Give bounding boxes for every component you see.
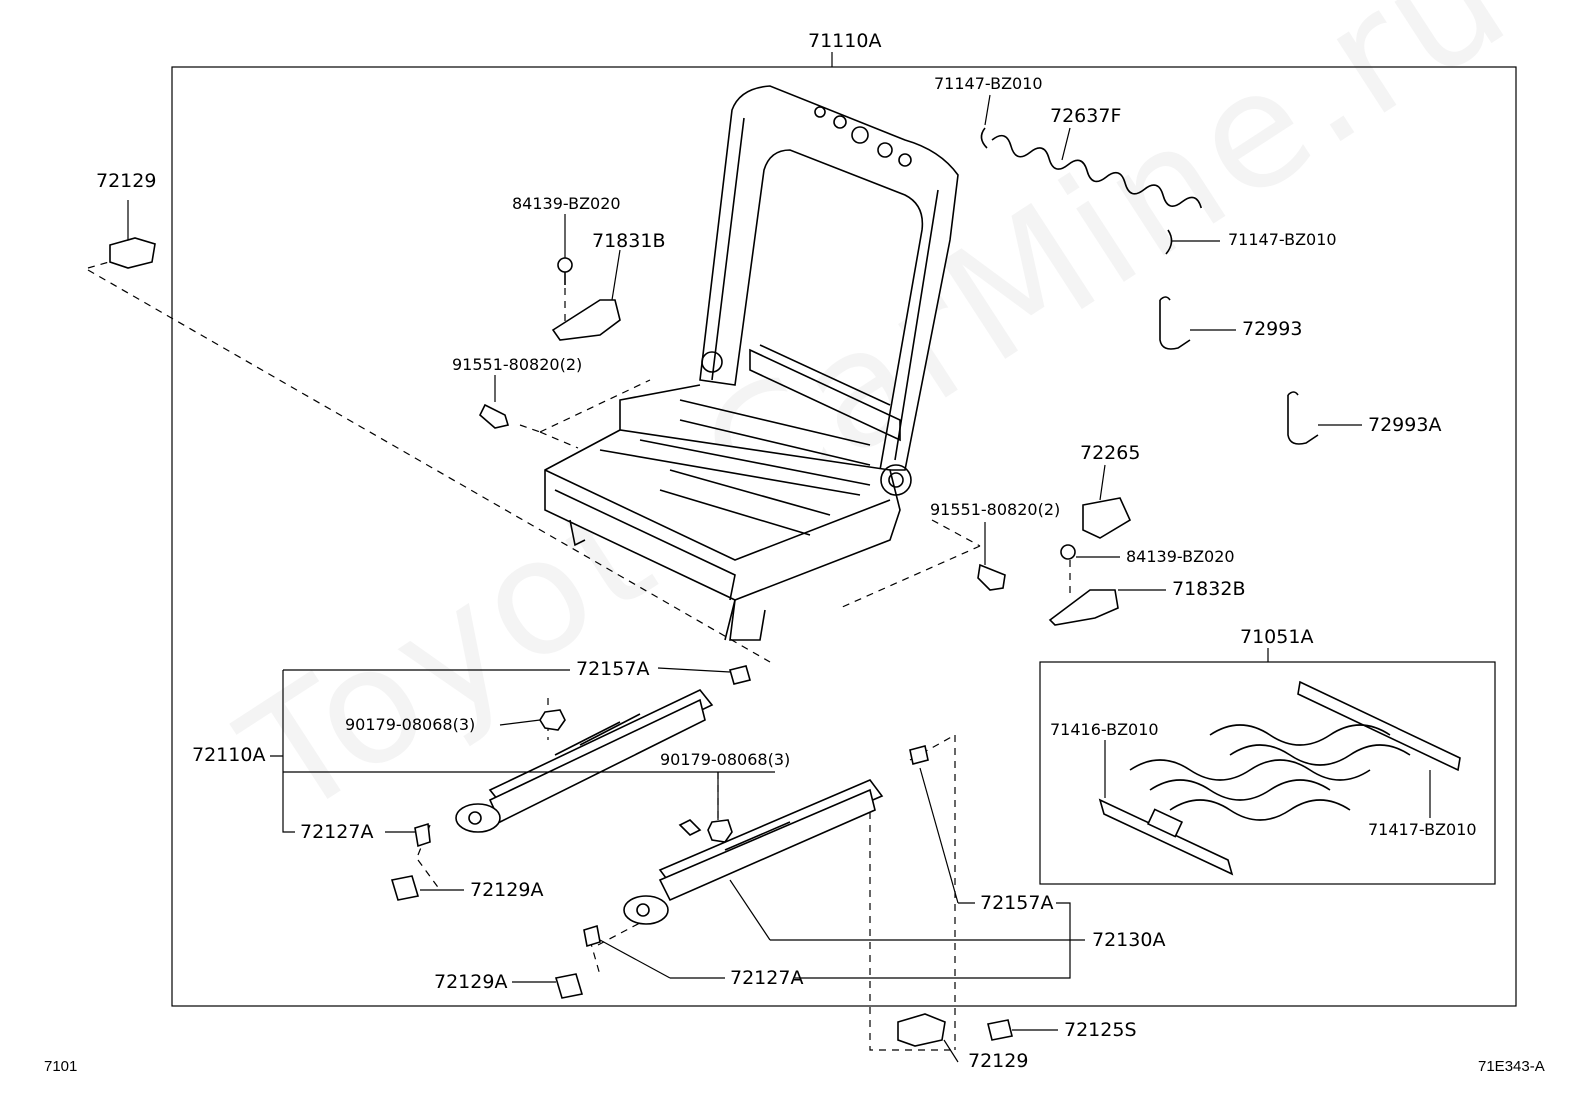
leader [984,94,991,126]
bracket-right [795,902,1071,979]
bracket-72110A [270,669,775,833]
bracket-71831B [551,299,621,341]
seat-track-right [623,779,884,925]
clip-72129A-bottom [554,973,584,999]
clip-72157A-top [729,665,751,685]
clip-84139-right [1060,544,1076,560]
label-72130A: 72130A [1092,929,1166,951]
seat-cushion-frame [544,351,912,641]
seat-back-frame [699,85,959,471]
label-72127A-bottom: 72127A [730,967,804,989]
clip-72129A-mid [390,875,420,901]
guide-line [87,269,771,663]
label-72125S: 72125S [1064,1019,1137,1041]
hook-72993A [1287,391,1319,445]
leader [657,667,731,673]
label-84139-top: 84139-BZ020 [512,194,621,213]
label-72157A-top: 72157A [576,658,650,680]
label-72993: 72993 [1242,318,1303,340]
label-71417: 71417-BZ010 [1368,820,1477,839]
clip-72127A-left [414,822,431,848]
label-72637F: 72637F [1050,105,1122,127]
leader [611,249,621,301]
guide-line [869,812,955,1051]
clip-72157A-right [909,745,929,765]
label-71831B: 71831B [592,230,666,252]
leader [1061,127,1071,161]
label-71051A: 71051A [1240,626,1314,648]
inset-box-71051A [1039,661,1496,885]
clip-72125S [987,1019,1013,1041]
label-72129A-bottom: 72129A [434,971,508,993]
footer-left-code: 7101 [44,1058,78,1075]
label-72129-top: 72129 [96,170,157,192]
label-72993A: 72993A [1368,414,1442,436]
spring-72637F [991,134,1203,209]
seat-track-left [455,689,714,833]
leader [499,719,541,726]
label-71147-right: 71147-BZ010 [1228,230,1337,249]
guide-line [519,424,541,433]
footer-right-code: 71E343-A [1478,1058,1545,1075]
guide-line [589,939,601,976]
leader [1099,464,1106,501]
lumbar-rail-71417 [1297,680,1461,772]
hook-71147-right [1165,229,1173,255]
label-90179-left: 90179-08068(3) [345,715,476,734]
lumbar-rail-71416 [1098,798,1234,876]
bracket-71832B [1048,589,1119,626]
label-72129A-mid: 72129A [470,879,544,901]
label-72265: 72265 [1080,442,1141,464]
bolt-91551-left [479,403,510,429]
label-91551-right: 91551-80820(2) [930,500,1061,519]
label-72110A: 72110A [192,744,266,766]
main-frame-border [171,66,1517,1007]
label-71110A: 71110A [808,30,882,52]
label-72127A-left: 72127A [300,821,374,843]
label-71416: 71416-BZ010 [1050,720,1159,739]
bolt-91551-right [977,563,1006,591]
lumbar-springs [1129,724,1411,821]
label-84139-right: 84139-BZ020 [1126,547,1235,566]
clip-84139-top [557,257,573,285]
guide-line [417,859,441,891]
label-71147-top: 71147-BZ010 [934,74,1043,93]
label-91551-left: 91551-80820(2) [452,355,583,374]
nut-90179-left [539,709,566,731]
clip-72129-top [109,237,156,269]
leader [729,879,771,941]
guide-line [931,519,981,547]
label-71832B: 71832B [1172,578,1246,600]
leader [599,939,671,979]
hook-71147-top [980,127,988,149]
nut-90179-right [707,819,733,843]
label-90179-right: 90179-08068(3) [660,750,791,769]
guide-line [539,431,579,449]
guide-line [909,734,956,761]
hook-72993 [1159,296,1191,350]
cover-72265 [1082,497,1132,539]
clip-72129-bottom [897,1013,946,1047]
leader [919,767,959,904]
label-72157A-right: 72157A [980,892,1054,914]
clip-72127A-bottom [583,924,601,948]
guide-line [539,379,651,433]
label-72129-bottom: 72129 [968,1050,1029,1072]
guide-line [839,545,981,609]
leader [943,1039,959,1063]
